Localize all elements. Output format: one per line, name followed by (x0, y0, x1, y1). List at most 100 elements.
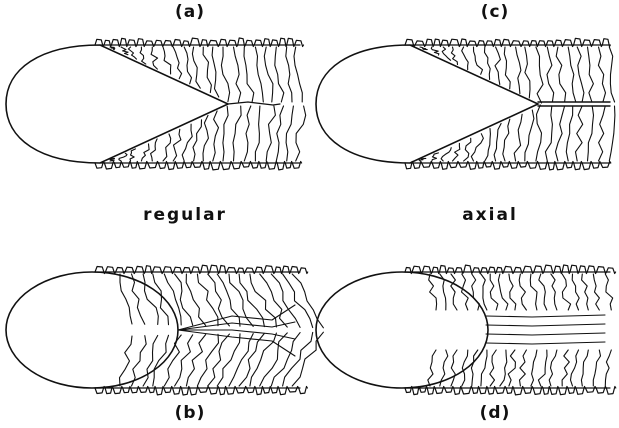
fibre-upper (140, 47, 146, 64)
fibre-upper (462, 47, 469, 70)
fibre-upper (120, 274, 132, 324)
fibre-upper (212, 47, 219, 97)
fibre-upper (442, 47, 450, 60)
fibre-upper (292, 274, 323, 328)
fibre-upper (244, 47, 254, 102)
fibre-lower (451, 350, 457, 386)
fibre-upper (572, 274, 579, 310)
fibre-upper (530, 274, 537, 310)
fibre-upper (495, 47, 500, 85)
fibre-lower (186, 335, 205, 387)
fibre-upper (255, 47, 263, 102)
fibre-upper (605, 274, 612, 310)
axial-strand (486, 315, 605, 317)
fibre-lower (203, 115, 208, 161)
fibre-lower (609, 106, 615, 161)
fibre-upper (264, 47, 273, 102)
fibre-lower (244, 106, 251, 161)
fibre-lower (428, 350, 436, 386)
fibre-lower (545, 106, 552, 161)
panel-label-d: (d) (465, 403, 525, 423)
panel-d-axial-blunt (316, 265, 616, 395)
fibre-upper (516, 47, 521, 94)
fibre-upper (485, 47, 491, 80)
fibre-upper (173, 47, 181, 79)
fibre-lower (471, 134, 483, 161)
fibre-lower (503, 119, 510, 161)
axial-strand (486, 342, 605, 344)
fibre-lower (193, 120, 202, 161)
fibre-upper (504, 47, 510, 89)
fibre-lower (599, 106, 606, 161)
fibre-upper (490, 274, 498, 310)
fibre-upper (221, 47, 229, 102)
fibre-upper (431, 47, 439, 55)
fibre-upper (186, 274, 206, 326)
fibre-lower (566, 106, 572, 161)
fibre-lower (593, 350, 600, 386)
fibre-lower (153, 335, 169, 386)
fibre-upper (151, 47, 158, 69)
fibre-upper (128, 47, 136, 59)
fibre-upper (184, 47, 191, 84)
fibre-lower (562, 350, 569, 386)
fibre-upper (294, 47, 302, 102)
fibre-upper (275, 47, 284, 102)
fibre-upper (547, 47, 554, 102)
fibre-lower (481, 350, 487, 386)
fibre-upper (481, 274, 487, 310)
fibre-lower (556, 106, 565, 161)
fibre-upper (234, 47, 241, 102)
fibre-upper (598, 47, 605, 102)
fibre-upper (175, 274, 193, 325)
fibre-lower (571, 350, 579, 386)
fibre-upper (197, 274, 218, 326)
fibre-upper (588, 47, 594, 102)
fibre-lower (223, 106, 228, 161)
fibre-upper (163, 47, 171, 74)
fibre-lower (255, 106, 260, 161)
fibre-upper (539, 274, 547, 310)
bubble-outline (6, 272, 178, 388)
fibre-upper (217, 274, 240, 326)
fibre-upper (143, 274, 158, 325)
panel-label-a: (a) (160, 2, 220, 22)
fibre-lower (120, 336, 133, 386)
fibre-lower (508, 350, 515, 386)
fibre-lower (500, 350, 507, 386)
fibre-lower (605, 350, 611, 386)
fibre-lower (464, 138, 471, 161)
fibre-lower (581, 350, 588, 386)
axial-strand (486, 333, 605, 335)
fibre-upper (498, 274, 508, 310)
axial-strand (486, 324, 605, 326)
fibre-upper (192, 47, 200, 88)
fibre-upper (451, 274, 457, 310)
fibre-upper (568, 47, 576, 102)
fibre-lower (432, 153, 439, 161)
fibre-lower (173, 129, 181, 161)
panel-c-axial-tapered (316, 38, 615, 170)
column-label-axial: axial (420, 205, 560, 225)
fibre-upper (582, 274, 589, 310)
fibre-lower (588, 106, 594, 161)
fibre-lower (175, 335, 193, 386)
fibre-lower (494, 124, 501, 162)
fibre-upper (525, 47, 530, 98)
fibre-lower (286, 106, 293, 161)
fibre-lower (525, 110, 534, 161)
fibre-lower (271, 333, 300, 386)
fibre-upper (451, 47, 457, 65)
fibre-lower (229, 334, 253, 386)
fibre-upper (420, 47, 427, 50)
panel-a-regular-tapered (6, 38, 306, 170)
fibre-lower (110, 158, 115, 161)
fibre-upper (577, 47, 584, 102)
panel-b-regular-blunt (6, 265, 323, 395)
fibre-upper (153, 274, 169, 325)
fibre-lower (266, 106, 275, 161)
fibre-upper (283, 274, 313, 328)
panel-label-b: (b) (160, 403, 220, 423)
fibre-lower (213, 111, 219, 161)
fibre-lower (520, 350, 527, 386)
